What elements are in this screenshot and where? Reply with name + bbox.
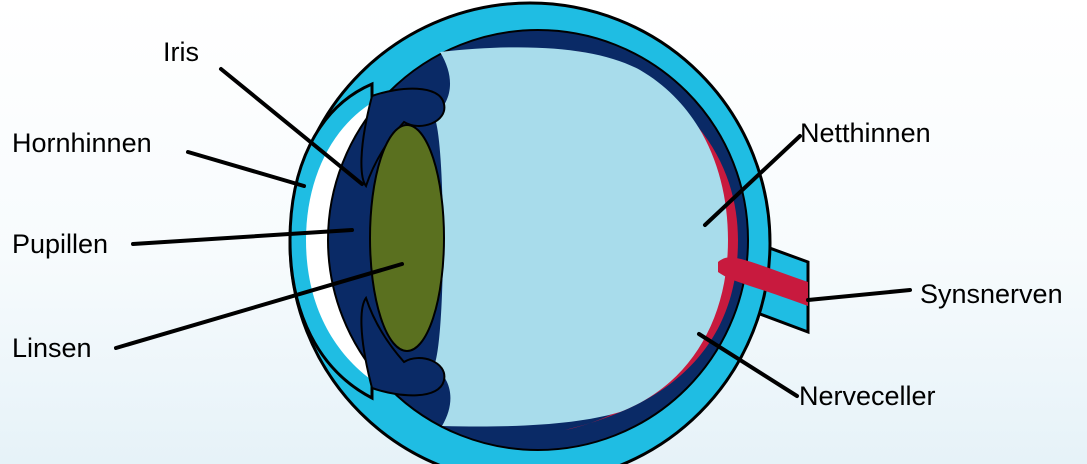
label-pupillen: Pupillen [12, 229, 108, 259]
label-iris: Iris [163, 37, 199, 67]
label-linsen: Linsen [12, 333, 92, 363]
label-nerveceller: Nerveceller [799, 381, 936, 411]
label-netthinnen: Netthinnen [800, 118, 931, 148]
lens [370, 125, 444, 351]
label-synsnerven: Synsnerven [920, 279, 1063, 309]
label-hornhinnen: Hornhinnen [12, 128, 152, 158]
leader-synsnerven [808, 290, 910, 300]
leader-hornhinnen [188, 152, 304, 186]
